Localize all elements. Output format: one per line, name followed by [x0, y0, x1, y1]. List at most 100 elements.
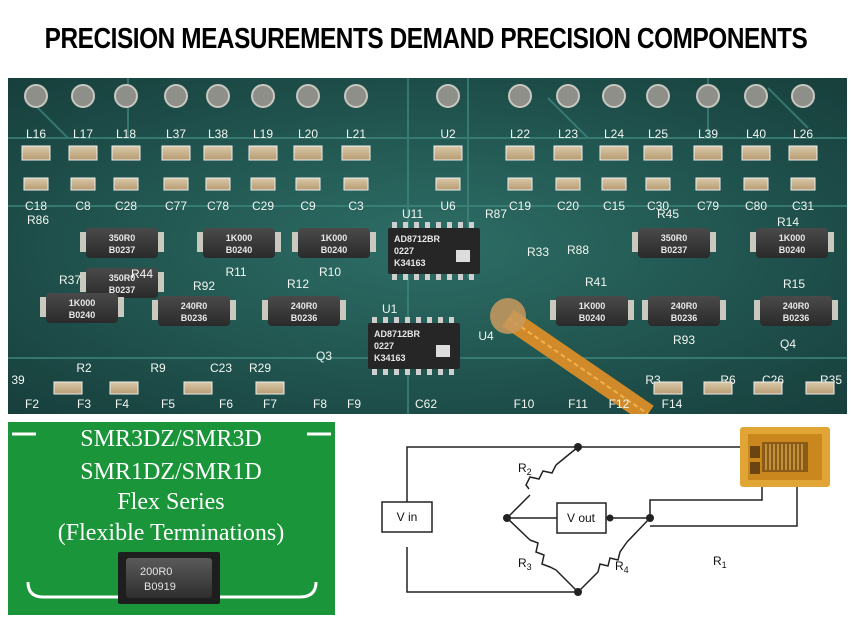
trim-pot — [24, 84, 48, 108]
resistor-marking-value: 350R0 — [661, 233, 688, 243]
pcb-ref-label: L17 — [73, 127, 93, 141]
smd-inductor — [788, 145, 818, 161]
trim-pot — [744, 84, 768, 108]
flex-cable — [490, 298, 654, 414]
smd-inductor — [111, 145, 141, 161]
wire-gauge-right — [650, 477, 798, 527]
pcb-ref-label: R33 — [527, 245, 549, 259]
pcb-ref-label: F3 — [77, 397, 91, 411]
pcb-ref-label: F8 — [313, 397, 327, 411]
trim-pot — [508, 84, 532, 108]
smd-inductor — [643, 145, 673, 161]
vout-label: V out — [567, 511, 596, 525]
pcb-ref-label: C29 — [252, 199, 274, 213]
flex-panel-line3: Flex Series — [117, 489, 224, 515]
pcb-ref-label: L38 — [208, 127, 228, 141]
smd-capacitor — [507, 177, 533, 191]
pcb-ref-label: F7 — [263, 397, 277, 411]
pcb-ref-label: C79 — [697, 199, 719, 213]
smd-capacitor — [295, 177, 321, 191]
resistor-marking-value: 350R0 — [109, 233, 136, 243]
smd-capacitor — [790, 177, 816, 191]
smd-inductor — [505, 145, 535, 161]
smd-resistor — [805, 381, 835, 395]
smd-inductor — [433, 145, 463, 161]
flex-series-graphic: SMR3DZ/SMR3D SMR1DZ/SMR1D Flex Series (F… — [8, 422, 335, 615]
smd-capacitor — [435, 177, 461, 191]
pcb-ref-label: R37 — [59, 273, 81, 287]
pcb-ref-label: L22 — [510, 127, 530, 141]
smd-capacitor — [205, 177, 231, 191]
smd-capacitor — [743, 177, 769, 191]
wire-r2-top — [555, 446, 579, 466]
smd-capacitor — [695, 177, 721, 191]
node-bottom — [574, 588, 582, 596]
pcb-ref-label: C15 — [603, 199, 625, 213]
pcb-ref-label: R2 — [76, 361, 92, 375]
pcb-ref-label: F2 — [25, 397, 39, 411]
smd-inductor — [741, 145, 771, 161]
pcb-ref-label: L25 — [648, 127, 668, 141]
wire-bottom-left — [406, 547, 578, 593]
pcb-ref-label: L37 — [166, 127, 186, 141]
pcb-ref-label: R44 — [131, 267, 153, 281]
smd-capacitor — [601, 177, 627, 191]
pcb-ref-label: R10 — [319, 265, 341, 279]
flex-chip-text-2: B0919 — [144, 581, 176, 593]
pcb-ref-label: C30 — [647, 199, 669, 213]
resistor-marking-code: B0237 — [661, 245, 688, 255]
smd-inductor — [248, 145, 278, 161]
pcb-ref-label: F6 — [219, 397, 233, 411]
resistor-marking-code: B0236 — [783, 313, 810, 323]
headline-banner: PRECISION MEASUREMENTS DEMAND PRECISION … — [0, 0, 851, 78]
resistor-marking-value: 1K000 — [779, 233, 806, 243]
vin-box — [381, 501, 433, 533]
trim-pot — [344, 84, 368, 108]
ic-marking-lot: K34163 — [394, 258, 426, 268]
trim-pot — [696, 84, 720, 108]
ic-marking-date: 0227 — [374, 341, 394, 351]
wire-r4-bottom — [577, 571, 599, 593]
pcb-ref-label: R14 — [777, 215, 799, 229]
smd-inductor — [203, 145, 233, 161]
smd-inductor — [599, 145, 629, 161]
pcb-ref-label: R93 — [673, 333, 695, 347]
resistor-marking-code: B0237 — [109, 245, 136, 255]
resistor-marking-code: B0236 — [291, 313, 318, 323]
pcb-ref-label: R87 — [485, 207, 507, 221]
pcb-ref-label: F4 — [115, 397, 129, 411]
node-left — [503, 514, 511, 522]
ic-marking-part: AD8712BR — [374, 329, 421, 339]
pcb-ref-label: C19 — [509, 199, 531, 213]
pcb-ref-label: F9 — [347, 397, 361, 411]
resistor-marking-code: B0240 — [321, 245, 348, 255]
pcb-ref-label: C8 — [75, 199, 91, 213]
smd-resistor — [255, 381, 285, 395]
node-top — [574, 443, 582, 451]
resistor-marking-value: 1K000 — [579, 301, 606, 311]
trim-pot — [164, 84, 188, 108]
smd-inductor — [161, 145, 191, 161]
pcb-ref-label: C28 — [115, 199, 137, 213]
resistor-marking-value: 240R0 — [783, 301, 810, 311]
pcb-ref-label: U4 — [478, 329, 494, 343]
pcb-ref-label: C9 — [300, 199, 316, 213]
strain-gauge-icon — [740, 427, 830, 487]
pcb-ref-label: F10 — [514, 397, 535, 411]
smd-resistor — [53, 381, 83, 395]
pcb-ref-label: C31 — [792, 199, 814, 213]
pcb-ref-label: L21 — [346, 127, 366, 141]
pcb-ref-label: L18 — [116, 127, 136, 141]
pcb-ref-label: C77 — [165, 199, 187, 213]
flex-panel-line1: SMR3DZ/SMR3D — [80, 426, 261, 452]
flex-panel-line2: SMR1DZ/SMR1D — [80, 459, 261, 485]
